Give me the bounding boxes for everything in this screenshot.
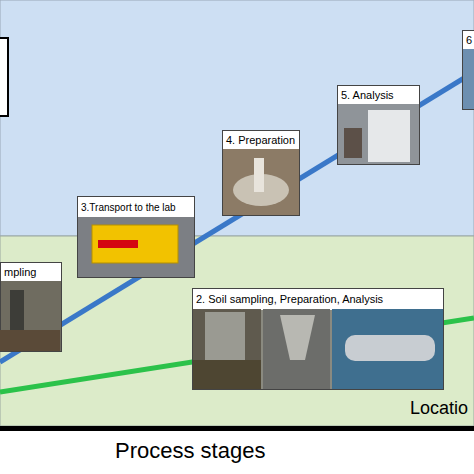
stage-title: mpling: [1, 263, 61, 282]
axis-label: Process stages: [115, 438, 265, 464]
photo-background: [463, 49, 474, 109]
analyser-tube: [345, 335, 435, 361]
stage-title: 2. Soil sampling, Preparation, Analysis: [193, 289, 443, 310]
photo-box: mpling: [0, 262, 62, 352]
preparation-photo: [223, 149, 299, 215]
photo-box: 2. Soil sampling, Preparation, Analysis: [192, 288, 444, 390]
auger: [10, 290, 24, 330]
bowl: [233, 174, 289, 206]
office-band: [0, 0, 474, 236]
photo-background: [338, 104, 419, 164]
probe: [205, 312, 245, 362]
photo-analysis: [332, 309, 443, 389]
stage-title: 4. Preparation: [223, 131, 299, 150]
axis-line: [0, 426, 474, 431]
step6-photo: [463, 49, 474, 109]
photo-background: [78, 217, 194, 277]
photo-sampling: [193, 309, 261, 389]
cropped-box: [0, 38, 8, 116]
soil: [0, 330, 60, 351]
operator: [344, 128, 362, 158]
photo-box: 6: [462, 30, 474, 110]
parcel: [92, 225, 178, 263]
photo-preparation: [263, 309, 330, 389]
parcel-stripe: [98, 240, 138, 248]
stage-title: 5. Analysis: [338, 86, 419, 105]
onsite-photos: [193, 309, 443, 389]
stage-title: 3.Transport to the lab: [78, 197, 194, 218]
analysis-photo: [338, 104, 419, 164]
transport-photo: [78, 217, 194, 277]
soil: [193, 360, 261, 389]
funnel: [280, 315, 315, 360]
photo-box: 4. Preparation: [222, 130, 300, 216]
band-label: Locatio: [410, 398, 468, 419]
field-band: [0, 236, 474, 426]
photo-background: [223, 149, 299, 215]
photo-box: 3.Transport to the lab: [77, 196, 195, 278]
sampling-photo: [0, 281, 61, 351]
tube: [254, 158, 264, 192]
photo-box: 5. Analysis: [337, 85, 420, 165]
instrument: [368, 110, 410, 162]
stage-title: 6: [463, 31, 474, 50]
photo-background: [1, 281, 61, 351]
